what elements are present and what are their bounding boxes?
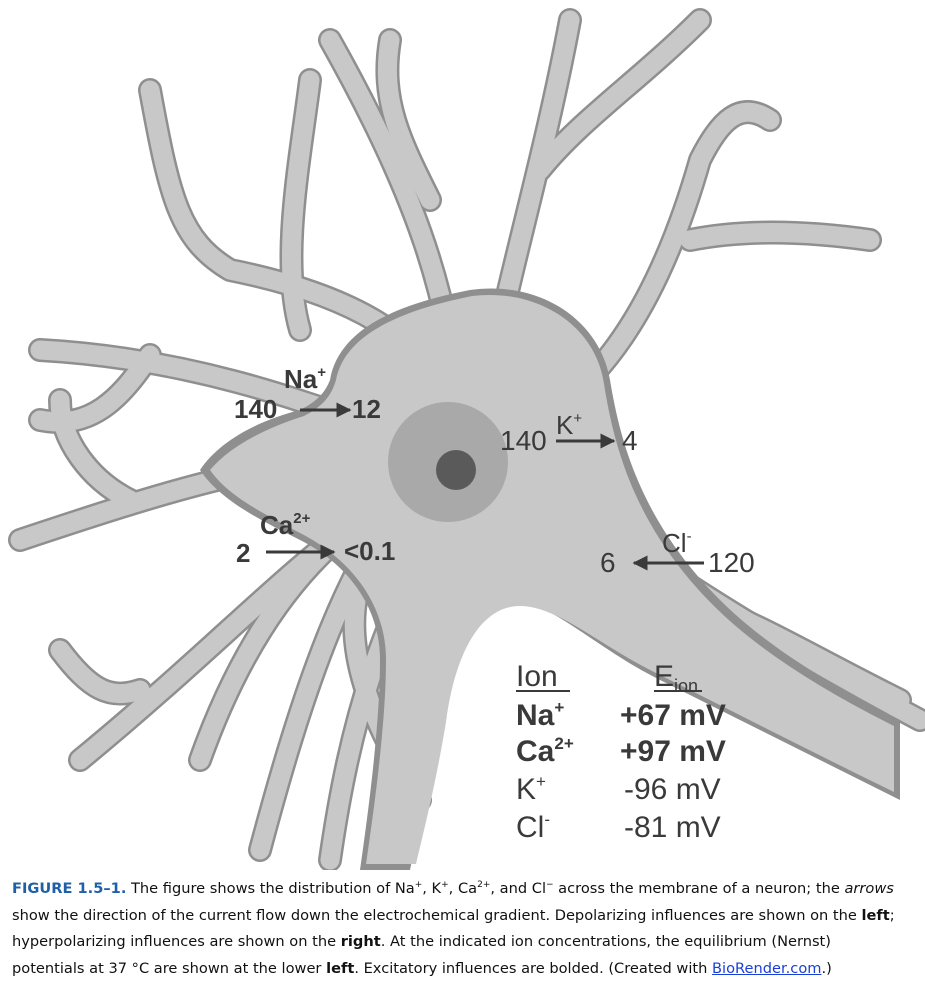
table-row-value: +67 mV — [620, 699, 726, 732]
ca-ion-label: Ca2+ — [260, 510, 311, 540]
caption-text: , and Cl — [490, 880, 546, 897]
figure-caption: FIGURE 1.5–1. The figure shows the distr… — [12, 876, 907, 982]
ca-outside-concentration: 2 — [236, 538, 250, 568]
cl-ion-label: Cl- — [662, 528, 692, 558]
na-outside-concentration: 140 — [234, 394, 277, 424]
cl-outside-concentration: 120 — [708, 547, 755, 578]
na-ion-label: Na+ — [284, 364, 326, 394]
na-gradient: Na+ 140 12 — [234, 364, 381, 424]
table-row-ion: Na+ — [516, 698, 564, 732]
table-row-value: -81 mV — [624, 811, 721, 844]
na-inside-concentration: 12 — [352, 394, 381, 424]
table-header-ion: Ion — [516, 660, 558, 693]
k-outside-concentration: 140 — [500, 425, 547, 456]
neuron-cell — [8, 8, 925, 870]
k-gradient: K+ 140 4 — [500, 410, 638, 456]
cl-gradient: Cl- 6 120 — [600, 528, 755, 578]
ca-gradient: Ca2+ 2 <0.1 — [236, 510, 395, 568]
caption-bold: right — [340, 933, 381, 950]
table-row-ion: Ca2+ — [516, 734, 574, 768]
caption-superscript: 2+ — [477, 880, 491, 891]
table-row-value: +97 mV — [620, 735, 726, 768]
caption-text: , K — [422, 880, 442, 897]
caption-italic: arrows — [844, 880, 894, 897]
table-row-ion: K+ — [516, 772, 546, 806]
caption-superscript: + — [414, 880, 423, 891]
neuron-diagram: Na+ 140 12 Ca2+ 2 <0.1 K+ 140 4 Cl- 6 12… — [8, 8, 925, 870]
table-row-ion: Cl- — [516, 810, 550, 844]
cl-inside-concentration: 6 — [600, 547, 616, 578]
caption-text: , Ca — [448, 880, 478, 897]
caption-text: . At the indicated ion concentrations, t… — [12, 933, 831, 977]
figure-label: FIGURE 1.5–1. — [12, 880, 127, 897]
caption-text: . Excitatory influences are bolded. (Cre… — [354, 959, 713, 977]
caption-bold: left — [861, 906, 890, 924]
caption-text: ; hyperpolarizing influences are shown o… — [12, 906, 895, 951]
caption-text: across the membrane of a neuron; the — [553, 880, 845, 897]
caption-bold: left — [326, 959, 355, 977]
caption-text: show the direction of the current flow d… — [12, 906, 862, 924]
biorender-link[interactable]: BioRender.com — [712, 959, 822, 977]
nernst-table: Ion Eion Na+ +67 mV Ca2+ +97 mV K+ -96 m… — [516, 660, 726, 844]
caption-superscript: + — [441, 880, 449, 891]
nucleolus — [436, 450, 476, 490]
k-ion-label: K+ — [556, 410, 582, 440]
k-inside-concentration: 4 — [622, 425, 638, 456]
ca-inside-concentration: <0.1 — [344, 536, 395, 566]
caption-text: The figure shows the distribution of Na — [126, 880, 415, 897]
table-row-value: -96 mV — [624, 773, 721, 806]
caption-superscript: − — [546, 880, 554, 891]
caption-text: .) — [821, 959, 832, 977]
